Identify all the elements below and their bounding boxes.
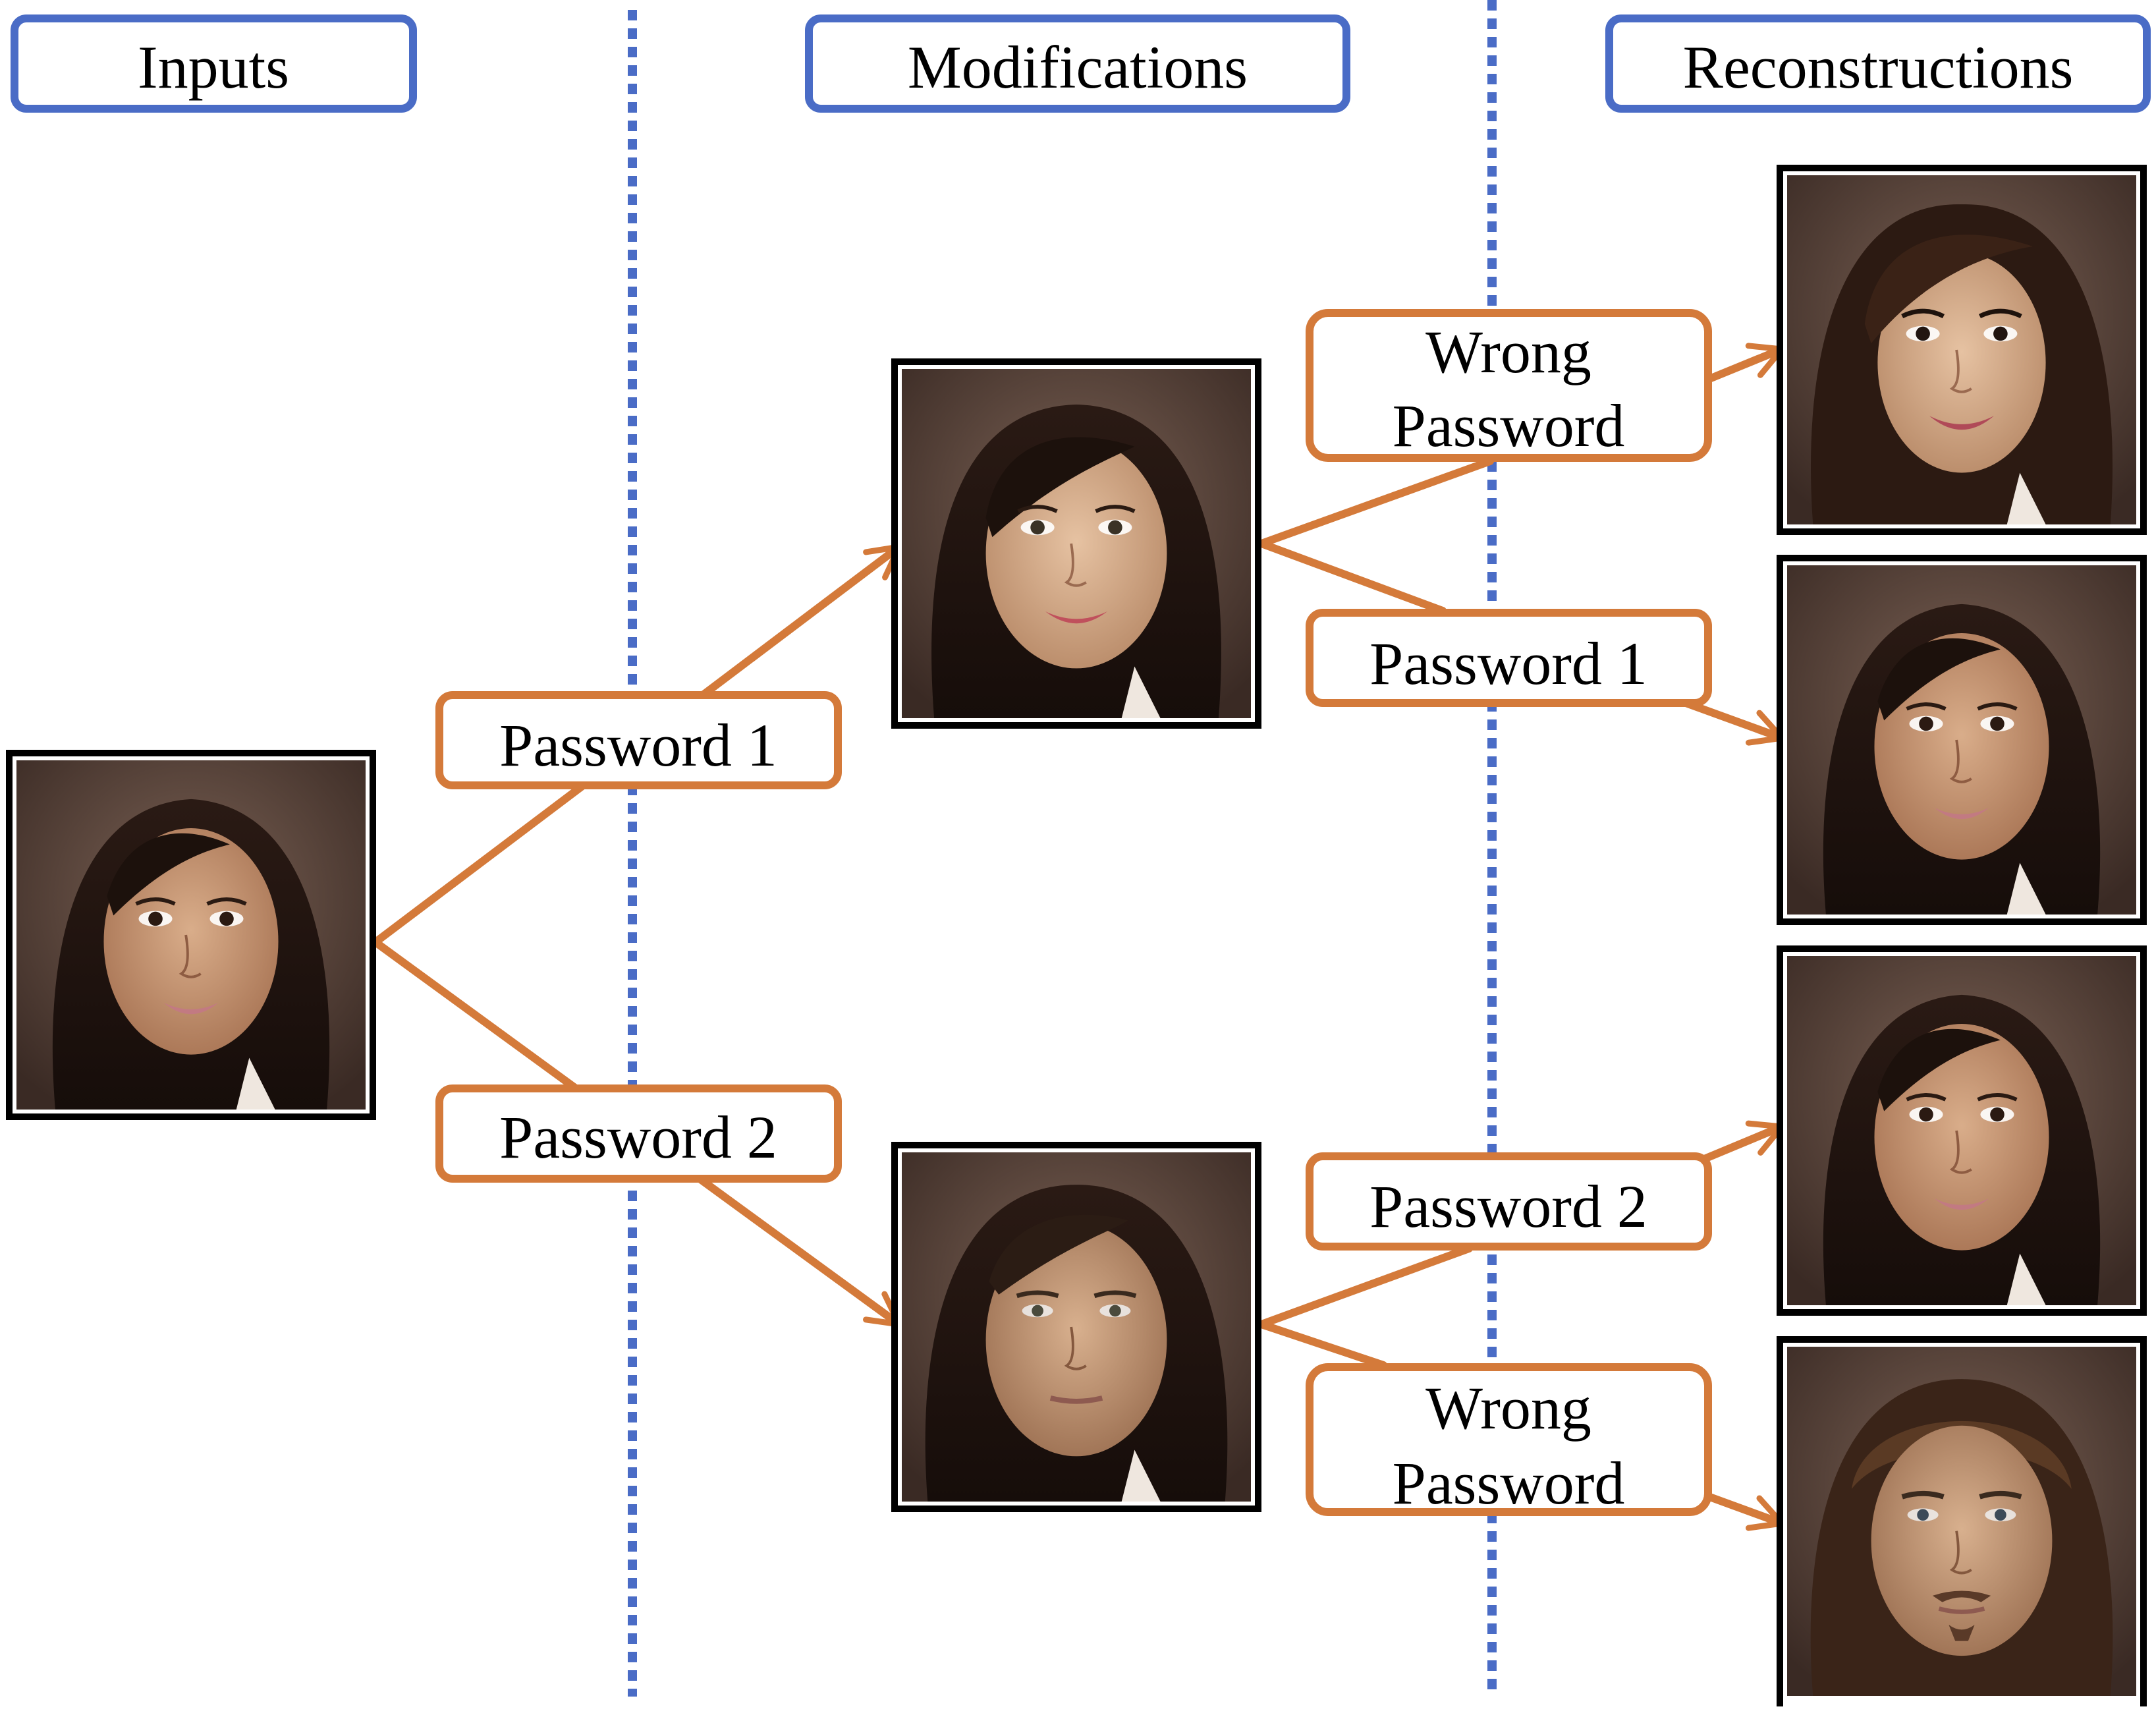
header-modifications: Modifications xyxy=(805,14,1350,113)
reconstruction-image-1 xyxy=(1777,165,2147,535)
label-input-to-mod2-text: Password 2 xyxy=(499,1104,777,1171)
dividers xyxy=(628,0,1497,1697)
label-input-to-mod2: Password 2 xyxy=(435,1084,842,1183)
input-image xyxy=(6,750,376,1120)
arrow-mod1-correct xyxy=(1258,540,1447,615)
label-mod1-wrong-line1: Wrong xyxy=(1425,318,1591,385)
arrow-mod2-wrong-tail xyxy=(1702,1492,1786,1531)
label-input-to-mod1: Password 1 xyxy=(435,691,842,789)
label-mod2-wrong-line2: Password xyxy=(1393,1450,1625,1517)
arrow-mod2-wrong xyxy=(1258,1320,1387,1369)
label-mod2-wrong-line1: Wrong xyxy=(1425,1374,1591,1442)
modified-image-2 xyxy=(891,1142,1261,1512)
header-inputs: Inputs xyxy=(11,14,417,113)
label-mod2-correct: Password 2 xyxy=(1306,1152,1712,1251)
connectors xyxy=(372,343,1786,1531)
label-mod1-wrong: Wrong Password xyxy=(1306,309,1712,462)
reconstruction-image-2 xyxy=(1777,555,2147,925)
label-mod1-wrong-line2: Password xyxy=(1393,392,1625,459)
label-mod1-correct-text: Password 1 xyxy=(1369,630,1647,697)
arrow-mod2-correct-tail xyxy=(1696,1120,1786,1165)
reconstruction-image-3 xyxy=(1777,945,2147,1316)
reconstruction-image-4 xyxy=(1777,1336,2147,1713)
arrow-mod1-wrong xyxy=(1258,457,1494,548)
label-mod2-correct-text: Password 2 xyxy=(1369,1173,1647,1240)
label-mod1-correct: Password 1 xyxy=(1306,609,1712,707)
header-inputs-label: Inputs xyxy=(138,34,289,101)
modified-image-1 xyxy=(891,358,1261,729)
label-input-to-mod1-text: Password 1 xyxy=(499,712,777,779)
header-reconstructions-label: Reconstructions xyxy=(1683,34,2074,101)
header-reconstructions: Reconstructions xyxy=(1605,14,2151,113)
arrow-mod1-wrong-tail xyxy=(1705,343,1786,383)
arrow-mod2-correct xyxy=(1258,1245,1473,1328)
header-modifications-label: Modifications xyxy=(908,34,1248,101)
label-mod2-wrong: Wrong Password xyxy=(1306,1363,1712,1517)
